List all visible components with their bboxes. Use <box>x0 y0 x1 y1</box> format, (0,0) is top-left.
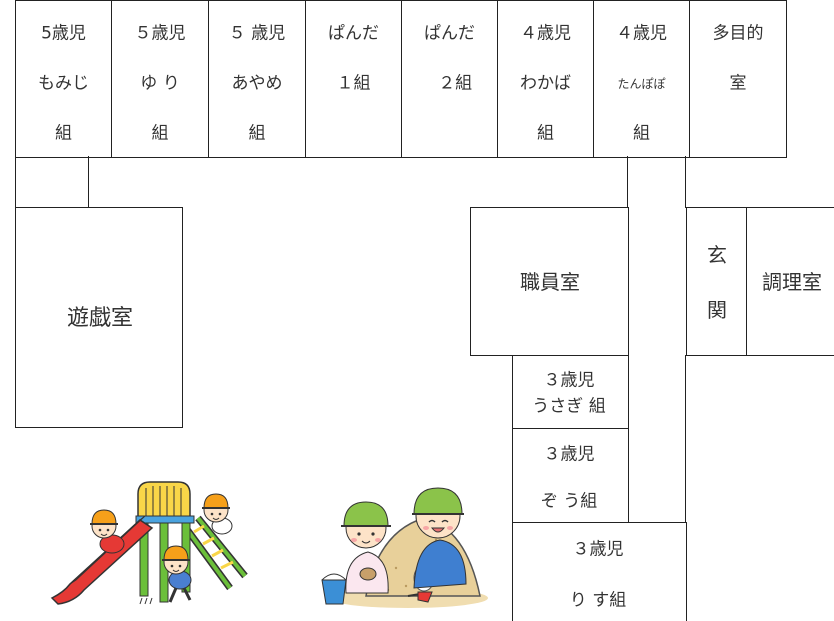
wall-line <box>685 156 686 208</box>
room-label-line: 組 <box>55 123 72 144</box>
room-label-line: わかば <box>520 73 571 94</box>
room-label-line: 関 <box>707 298 727 322</box>
room-panda-2-class: ぱんだ ２組 <box>401 0 498 158</box>
room-momiji-class: 5歳児 もみじ 組 <box>15 0 112 158</box>
room-panda-1-class: ぱんだ １組 <box>305 0 402 158</box>
room-label-line: ２組 <box>438 73 473 94</box>
room-label-line: ゆ り <box>140 73 180 94</box>
room-multipurpose: 多目的 室 <box>689 0 787 158</box>
room-label-line: １組 <box>336 73 371 94</box>
room-label-line: 組 <box>633 123 650 144</box>
room-label-line: 玄 <box>707 243 727 267</box>
room-yuri-class: ５歳児 ゆ り 組 <box>111 0 209 158</box>
room-label-line: ４歳児 <box>520 23 571 44</box>
room-label-line: ３歳児 <box>543 370 595 391</box>
room-label: 遊戯室 <box>66 306 134 331</box>
child-figure <box>412 487 467 589</box>
room-label-line: ３歳児 <box>543 444 595 465</box>
room-label-line: あやめ <box>231 73 283 94</box>
room-kitchen: 調理室 <box>746 207 834 356</box>
wall-line <box>15 156 16 208</box>
room-label-line: 5歳児 <box>41 23 86 44</box>
children-in-sandbox-illustration <box>321 487 488 608</box>
room-staff-room: 職員室 <box>470 207 629 356</box>
room-label-line: もみじ <box>38 73 89 94</box>
room-label-line: ぱんだ <box>328 23 379 44</box>
children-on-slide-illustration <box>50 481 248 605</box>
room-label-line: ぱんだ <box>424 23 475 44</box>
room-label-line: 室 <box>729 73 747 94</box>
room-label-line: ５ 歳児 <box>228 23 286 44</box>
room-label: 調理室 <box>762 270 822 294</box>
room-label-line: 組 <box>151 123 169 144</box>
room-wakaba-class: ４歳児 わかば 組 <box>497 0 594 158</box>
wall-line <box>685 355 686 523</box>
room-entrance: 玄 関 <box>686 207 747 356</box>
wall-line <box>627 156 628 208</box>
bucket-icon <box>321 573 347 605</box>
ladder <box>183 515 248 591</box>
child-figure <box>341 501 391 594</box>
room-label-line: ５歳児 <box>134 23 186 44</box>
room-label-line: り す組 <box>569 590 627 611</box>
room-label-line: たんぽぽ <box>617 77 666 91</box>
room-label-line: 組 <box>248 123 266 144</box>
room-label-line: ３歳児 <box>572 539 624 560</box>
motion-marks <box>139 597 153 605</box>
room-risu-class: ３歳児 り す組 <box>512 522 687 621</box>
room-ayame-class: ５ 歳児 あやめ 組 <box>208 0 306 158</box>
room-label-line: ぞ う組 <box>540 491 598 512</box>
room-playroom: 遊戯室 <box>15 207 183 428</box>
room-tanpopo-class: ４歳児 たんぽぽ 組 <box>593 0 690 158</box>
child-figure <box>90 509 125 554</box>
room-label-line: ４歳児 <box>616 23 667 44</box>
room-label: 職員室 <box>520 270 580 294</box>
room-label-line: うさぎ 組 <box>532 396 606 417</box>
wall-line <box>88 156 89 208</box>
room-label-line: 多目的 <box>712 23 764 44</box>
room-zou-class: ３歳児 ぞ う組 <box>512 428 629 523</box>
child-figure <box>162 545 192 603</box>
shovel-icon <box>407 591 433 603</box>
room-usagi-class: ３歳児 うさぎ 組 <box>512 355 629 429</box>
room-label-line: 組 <box>537 123 554 144</box>
child-figure <box>202 493 233 535</box>
